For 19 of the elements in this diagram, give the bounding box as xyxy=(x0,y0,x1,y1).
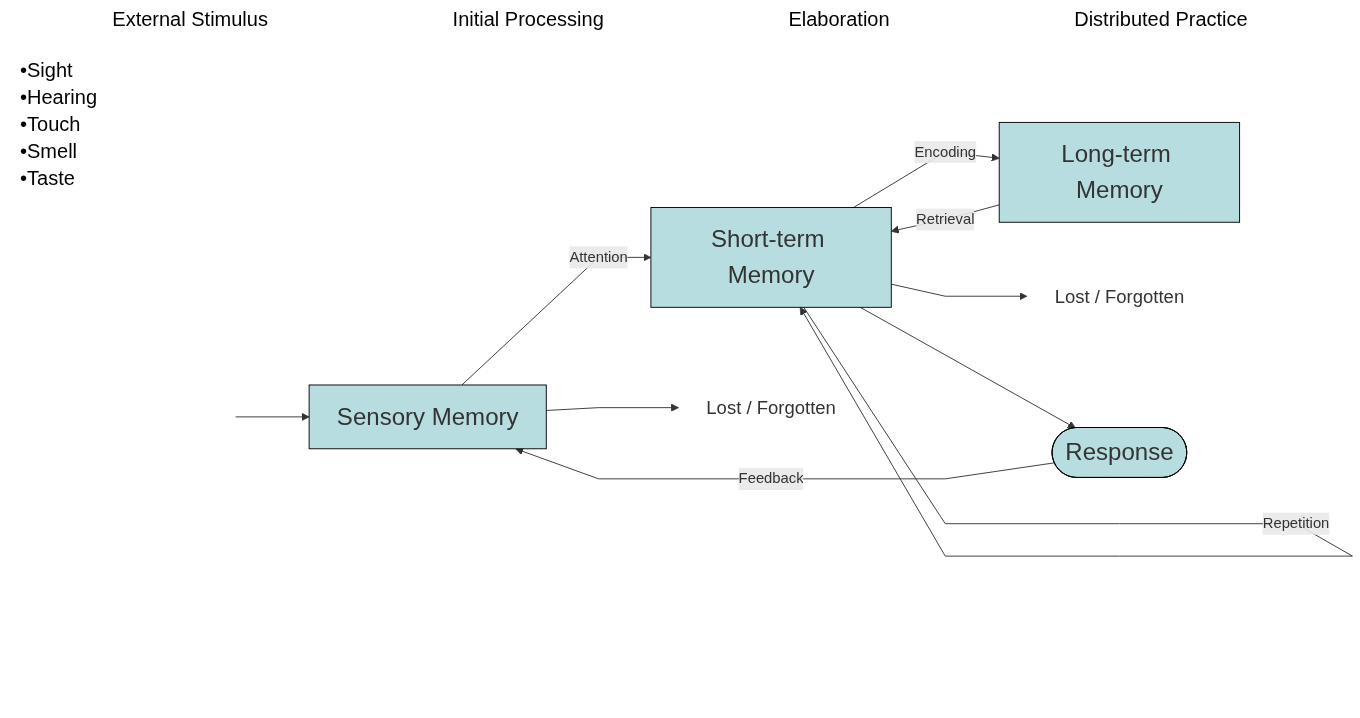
list-item: •Sight xyxy=(20,59,74,82)
list-item: •Hearing xyxy=(20,86,99,109)
stage-heading: External Stimulus xyxy=(112,8,268,31)
list-item: •Smell xyxy=(20,140,78,163)
stage-heading: Distributed Practice xyxy=(1074,8,1248,31)
stage-heading: Initial Processing xyxy=(452,8,604,31)
stage-heading: Elaboration xyxy=(788,8,890,31)
edge-label: Retrieval xyxy=(916,210,975,227)
edge-label: Repetition xyxy=(1262,515,1330,531)
list-item: •Taste xyxy=(20,167,76,190)
edge-label: Feedback xyxy=(738,470,804,486)
node-box: Sensory Memory xyxy=(308,384,547,449)
edge-label: Encoding xyxy=(914,143,977,160)
edge-label: Attention xyxy=(569,248,628,265)
list-item: •Touch xyxy=(20,113,82,136)
node-text: Lost / Forgotten xyxy=(706,397,836,418)
node-text: Lost / Forgotten xyxy=(1054,285,1185,307)
node-box: Long-term Memory xyxy=(998,121,1241,223)
node-box: Short-term Memory xyxy=(650,206,892,308)
